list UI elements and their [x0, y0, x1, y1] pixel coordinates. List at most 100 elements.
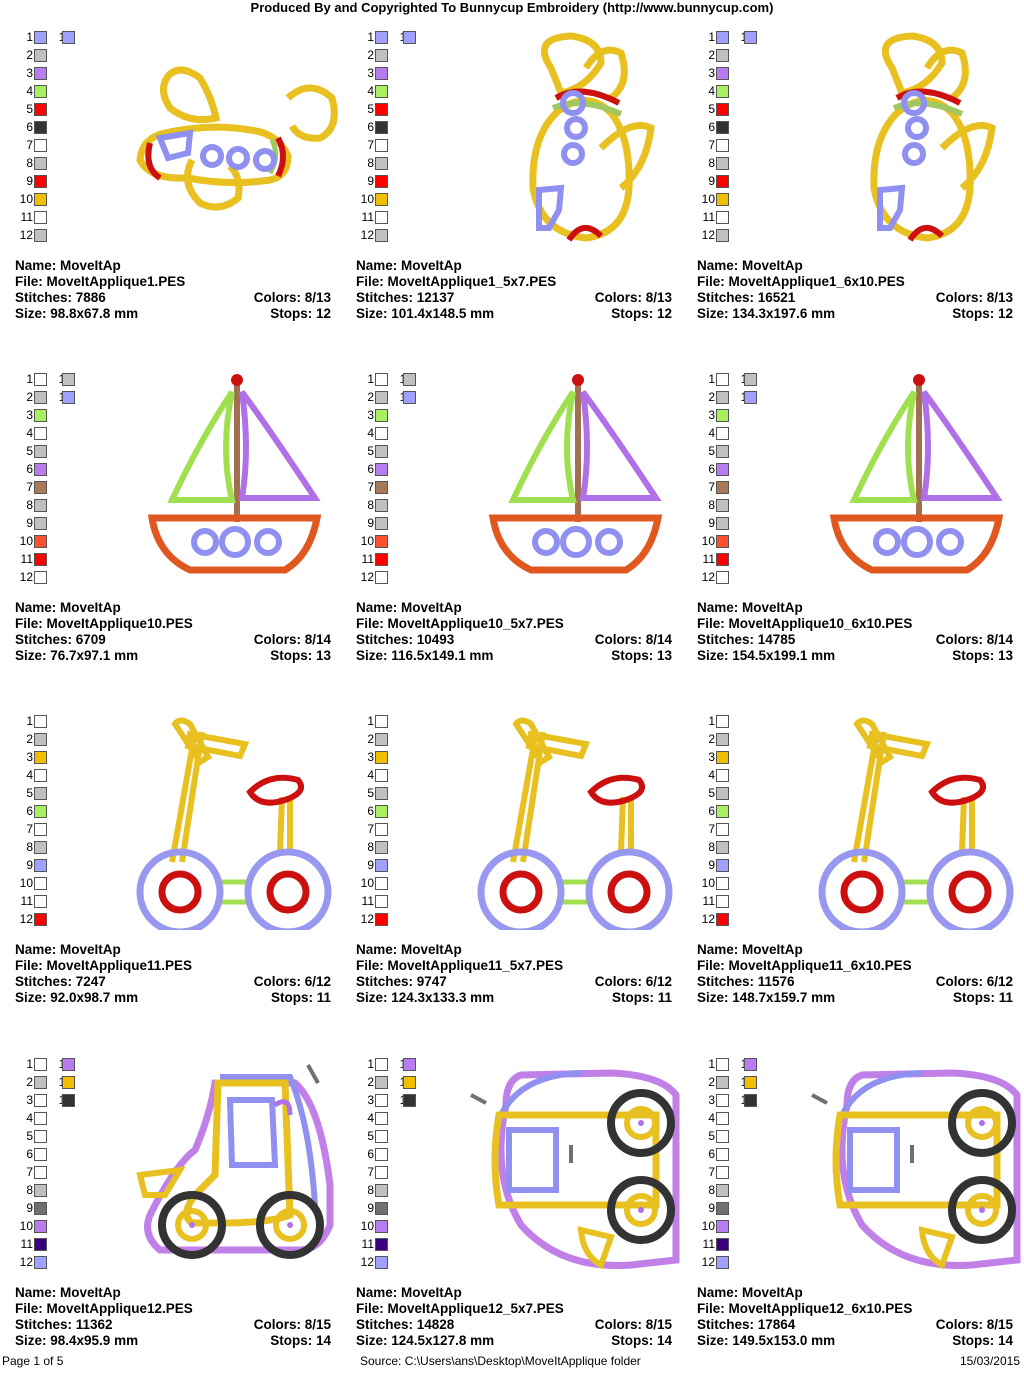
swatch-number: 1: [367, 30, 374, 44]
design-card: 113214315456789101112 Name: MoveItApFile…: [356, 1055, 686, 1395]
color-swatch: [34, 229, 47, 242]
color-swatch: [62, 1058, 75, 1071]
color-swatch: [375, 409, 388, 422]
color-swatch: [34, 535, 47, 548]
swatch-number: 5: [708, 1129, 715, 1143]
design-card: 113214315456789101112 Name: MoveItApFile…: [697, 1055, 1024, 1395]
color-swatch: [34, 391, 47, 404]
swatch-number: 3: [26, 66, 33, 80]
color-swatch: [34, 823, 47, 836]
color-swatch: [375, 733, 388, 746]
design-stitches: Stitches: 14785: [697, 632, 796, 647]
swatch-number: 8: [26, 156, 33, 170]
swatch-number: 12: [19, 570, 33, 584]
color-swatch: [34, 517, 47, 530]
color-swatch: [375, 553, 388, 566]
swatch-number: 3: [26, 1093, 33, 1107]
color-swatch: [716, 1148, 729, 1161]
swatch-number: 9: [708, 174, 715, 188]
swatch-number: 10: [19, 192, 33, 206]
design-colors: Colors: 8/14: [253, 632, 331, 647]
color-swatch: [375, 715, 388, 728]
color-swatch: [62, 391, 75, 404]
color-swatch: [716, 517, 729, 530]
color-swatch: [744, 1058, 757, 1071]
design-file: File: MoveItApplique12_6x10.PES: [697, 1301, 913, 1316]
swatch-number: 7: [708, 1165, 715, 1179]
color-swatch: [716, 229, 729, 242]
color-swatch: [716, 1112, 729, 1125]
swatch-number: 1: [708, 30, 715, 44]
color-swatch: [403, 1076, 416, 1089]
color-swatch: [716, 409, 729, 422]
swatch-number: 6: [26, 462, 33, 476]
color-swatch: [716, 769, 729, 782]
color-swatch: [375, 877, 388, 890]
color-swatch: [375, 427, 388, 440]
design-colors: Colors: 8/15: [253, 1317, 331, 1332]
swatch-number: 9: [26, 174, 33, 188]
color-swatch: [716, 31, 729, 44]
swatch-number: 3: [26, 408, 33, 422]
swatch-number: 12: [19, 1255, 33, 1269]
color-swatch: [34, 67, 47, 80]
color-swatch: [375, 391, 388, 404]
swatch-number: 2: [367, 390, 374, 404]
color-swatch: [375, 787, 388, 800]
swatch-number: 1: [367, 1057, 374, 1071]
swatch-number: 1: [26, 1057, 33, 1071]
color-swatch: [375, 211, 388, 224]
color-swatch: [34, 157, 47, 170]
color-swatch: [34, 211, 47, 224]
color-swatch: [34, 895, 47, 908]
design-stops: Stops: 13: [952, 648, 1013, 663]
swatch-number: 11: [361, 210, 374, 224]
design-size: Size: 149.5x153.0 mm: [697, 1333, 836, 1348]
color-swatch: [716, 67, 729, 80]
design-colors: Colors: 8/15: [935, 1317, 1013, 1332]
color-swatch: [375, 157, 388, 170]
design-size: Size: 92.0x98.7 mm: [15, 990, 139, 1005]
color-swatch: [375, 1076, 388, 1089]
design-file: File: MoveItApplique12_5x7.PES: [356, 1301, 564, 1316]
design-file: File: MoveItApplique11_5x7.PES: [356, 958, 564, 973]
swatch-number: 7: [708, 480, 715, 494]
design-size: Size: 101.4x148.5 mm: [356, 306, 495, 321]
swatch-number: 9: [26, 1201, 33, 1215]
print-date: 15/03/2015: [959, 1354, 1020, 1368]
swatch-number: 2: [26, 390, 33, 404]
design-file: File: MoveItApplique11_6x10.PES: [697, 958, 912, 973]
swatch-number: 6: [708, 462, 715, 476]
swatch-number: 4: [26, 1111, 33, 1125]
color-swatch: [375, 193, 388, 206]
swatch-number: 5: [708, 102, 715, 116]
swatch-number: 5: [26, 102, 33, 116]
swatch-number: 2: [26, 48, 33, 62]
swatch-number: 6: [26, 1147, 33, 1161]
design-size: Size: 76.7x97.1 mm: [15, 648, 139, 663]
color-swatch: [403, 1058, 416, 1071]
design-colors: Colors: 6/12: [594, 974, 672, 989]
color-swatch: [34, 85, 47, 98]
design-size: Size: 116.5x149.1 mm: [356, 648, 494, 663]
swatch-number: 1: [26, 30, 33, 44]
swatch-number: 5: [367, 786, 374, 800]
color-swatch: [34, 31, 47, 44]
swatch-number: 10: [701, 534, 715, 548]
color-swatch: [34, 103, 47, 116]
color-swatch: [375, 1130, 388, 1143]
color-swatch: [34, 553, 47, 566]
design-size: Size: 154.5x199.1 mm: [697, 648, 836, 663]
swatch-number: 4: [708, 426, 715, 440]
swatch-number: 5: [708, 444, 715, 458]
color-swatch: [375, 1112, 388, 1125]
design-file: File: MoveItApplique10_6x10.PES: [697, 616, 913, 631]
color-swatch: [34, 805, 47, 818]
swatch-number: 8: [708, 498, 715, 512]
swatch-number: 11: [702, 894, 715, 908]
swatch-number: 11: [20, 210, 33, 224]
color-swatch: [375, 463, 388, 476]
design-stitches: Stitches: 14828: [356, 1317, 455, 1332]
